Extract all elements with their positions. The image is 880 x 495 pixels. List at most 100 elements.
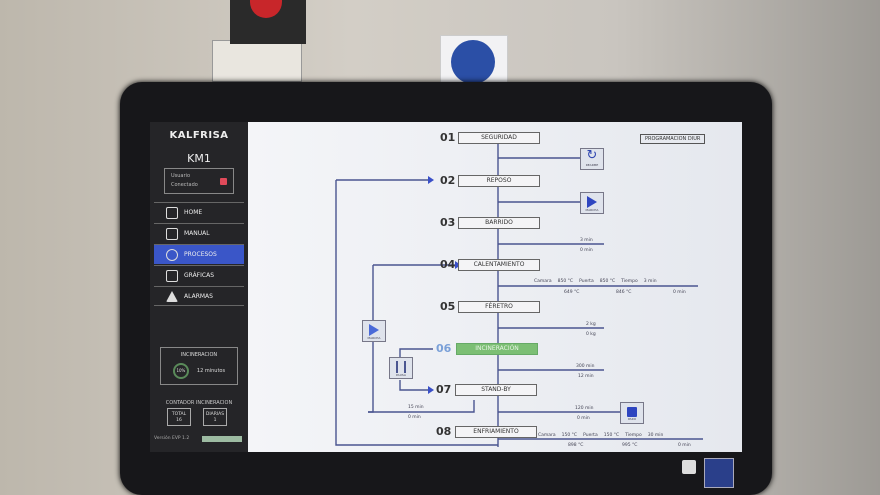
menu-alarmas[interactable]: ALARMAS xyxy=(154,286,244,306)
step-calentamiento: CALENTAMIENTO xyxy=(458,259,540,271)
camara-actual: 898 °C xyxy=(568,443,584,448)
step-number: 05 xyxy=(440,300,456,313)
refresh-icon: ↻ xyxy=(586,148,598,163)
start-loop-button[interactable]: MARCHA xyxy=(362,320,386,342)
step-enfriamiento: ENFRIAMIENTO xyxy=(455,426,537,438)
puerta-label: Puerta xyxy=(579,279,594,284)
step-number: 07 xyxy=(436,383,452,396)
status-label: Conectado xyxy=(171,182,198,188)
total-value: 16 xyxy=(176,418,182,423)
warning-icon xyxy=(166,291,178,302)
hand-icon xyxy=(166,228,178,240)
tiempo-actual: 0 min xyxy=(673,290,686,295)
step-incineracion: INCINERACIÓN xyxy=(456,343,538,355)
step-number: 03 xyxy=(440,216,456,229)
process-diagram: PROGRAMACION DIUR 01 SEGURIDAD 02 REPOSO… xyxy=(248,122,742,452)
camara-set: 150 °C xyxy=(561,433,578,438)
play-icon xyxy=(369,324,379,336)
puerta-actual: 846 °C xyxy=(616,290,632,295)
step-number: 02 xyxy=(440,174,456,187)
barrido-set: 3 min xyxy=(580,238,593,243)
emergency-button xyxy=(230,0,306,44)
stop-label: PARO xyxy=(627,417,637,421)
step-reposo: REPOSO xyxy=(458,175,540,187)
stop-button[interactable]: PARO xyxy=(620,402,644,424)
puerta-label: Puerta xyxy=(583,433,598,438)
menu-label: ALARMAS xyxy=(184,292,213,300)
start-label: MARCHA xyxy=(585,208,599,212)
incineration-panel: INCINERACION 10% 12 minutos xyxy=(160,347,238,385)
feretro-set: 2 kg xyxy=(586,322,596,327)
barrido-actual: 0 min xyxy=(580,248,593,253)
start-loop-label: MARCHA xyxy=(367,336,381,340)
menu-label: MANUAL xyxy=(184,230,210,237)
step-number: 04 xyxy=(440,258,456,271)
camara-actual: 649 °C xyxy=(564,290,580,295)
tiempo-label: Tiempo xyxy=(625,433,642,438)
camara-set: 850 °C xyxy=(557,279,574,284)
menu-home[interactable]: HOME xyxy=(154,202,244,222)
menu-graficas[interactable]: GRÁFICAS xyxy=(154,265,244,285)
calentamiento-values: Camara 850 °C Puerta 850 °C Tiempo 3 min xyxy=(534,279,657,284)
standby-loop-set: 15 min xyxy=(408,405,424,410)
monitor-led xyxy=(682,460,696,474)
feretro-actual: 0 kg xyxy=(586,332,596,337)
stop-icon xyxy=(627,407,637,417)
puerta-set: 850 °C xyxy=(599,279,616,284)
daily-label: DIARIAS xyxy=(205,412,225,417)
pause-icon xyxy=(396,361,406,373)
puerta-set: 150 °C xyxy=(603,433,620,438)
incineracion-set: 300 min xyxy=(576,364,595,369)
step-seguridad: SEGURIDAD xyxy=(458,132,540,144)
user-label: Usuario xyxy=(171,173,191,179)
standby-loop-actual: 0 min xyxy=(408,415,421,420)
camara-label: Camara xyxy=(538,433,556,438)
pause-button[interactable]: PAUSA xyxy=(389,357,413,379)
tiempo-actual: 0 min xyxy=(678,443,691,448)
step-barrido: BARRIDO xyxy=(458,217,540,229)
incineration-progress: 10% xyxy=(172,363,189,379)
status-indicator-icon xyxy=(220,178,227,185)
camara-label: Camara xyxy=(534,279,552,284)
reset-button[interactable]: ↻REARME xyxy=(580,148,604,170)
brand-logo: KALFRISA xyxy=(169,130,229,141)
menu-manual[interactable]: MANUAL xyxy=(154,223,244,243)
pause-label: PAUSA xyxy=(396,373,406,377)
daily-value: 1 xyxy=(213,418,217,423)
tiempo-label: Tiempo xyxy=(621,279,638,284)
version-label: Versión EVP 1.2 xyxy=(154,436,190,441)
total-label: TOTAL xyxy=(171,412,187,417)
play-icon xyxy=(587,196,597,208)
step-feretro: FÉRETRO xyxy=(458,301,540,313)
start-button[interactable]: MARCHA xyxy=(580,192,604,214)
version-bar xyxy=(202,436,242,442)
flow-lines xyxy=(335,144,703,447)
gear-icon xyxy=(166,249,178,261)
incineration-title: INCINERACION xyxy=(180,352,218,358)
menu-label: PROCESOS xyxy=(184,251,217,258)
tiempo-set: 30 min xyxy=(647,433,664,438)
wall-sign-pulsar xyxy=(212,40,302,82)
enfriamiento-values: Camara 150 °C Puerta 150 °C Tiempo 30 min xyxy=(538,433,663,438)
step-number: 01 xyxy=(440,131,456,144)
tiempo-set: 3 min xyxy=(643,279,657,284)
chart-icon xyxy=(166,270,178,282)
menu-procesos[interactable]: PROCESOS xyxy=(154,244,244,264)
standby-actual: 0 min xyxy=(577,416,590,421)
monitor-badge xyxy=(704,458,734,488)
counter-title: CONTADOR INCINERACION xyxy=(165,400,233,406)
step-number: 08 xyxy=(436,425,452,438)
incineracion-actual: 12 min xyxy=(578,374,594,379)
step-standby: STAND-BY xyxy=(455,384,537,396)
home-icon xyxy=(166,207,178,219)
incineration-time: 12 minutos xyxy=(196,368,226,374)
reset-label: REARME xyxy=(585,163,599,167)
menu-label: HOME xyxy=(184,209,203,216)
programacion-button[interactable]: PROGRAMACION DIUR xyxy=(640,134,706,144)
step-number: 06 xyxy=(436,342,452,355)
